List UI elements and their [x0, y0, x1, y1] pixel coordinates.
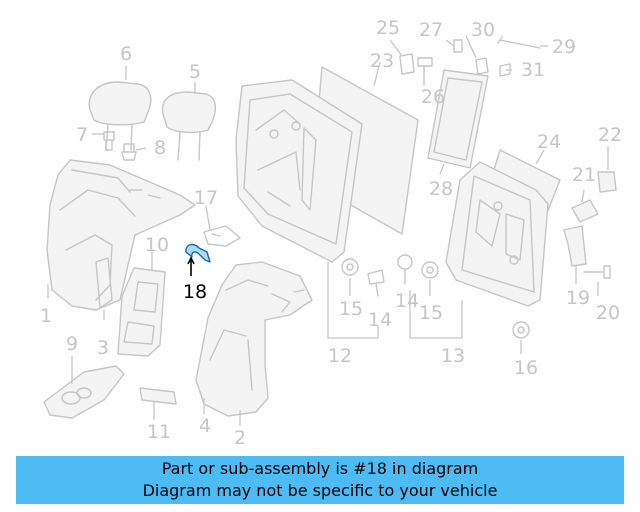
label-21: 21	[572, 164, 596, 186]
label-6: 6	[120, 43, 132, 65]
label-30: 30	[471, 19, 495, 41]
part-15-bushing-right	[421, 261, 439, 279]
banner-line-1: Part or sub-assembly is #18 in diagram	[161, 459, 479, 478]
part-15-bushing-left	[341, 258, 359, 276]
part-31-clip	[499, 63, 511, 77]
label-13: 13	[441, 345, 465, 367]
part-3-panel	[95, 257, 113, 309]
part-5-headrest	[161, 91, 217, 161]
part-9-armrest	[43, 365, 125, 419]
part-7-clip	[103, 131, 115, 151]
part-25-clip	[399, 53, 415, 75]
banner-line-2: Diagram may not be specific to your vehi…	[142, 481, 498, 500]
seat-back-frame-right	[445, 161, 549, 307]
label-29: 29	[552, 36, 576, 58]
label-4: 4	[199, 415, 211, 437]
part-1-seat-back-cover	[46, 159, 196, 311]
label-2: 2	[234, 427, 246, 449]
part-27-tab	[453, 39, 463, 53]
part-8-guide	[121, 143, 137, 161]
part-numbers: 6 5 7 8 1 3 9 10 11 17 18 4 2 23 25 26 2…	[40, 17, 622, 449]
part-22-block	[597, 171, 617, 193]
part-10-armrest-frame	[117, 267, 166, 357]
label-28: 28	[429, 178, 453, 200]
part-18-clip	[185, 243, 211, 263]
part-17-bracket	[203, 225, 241, 247]
part-28-panel	[427, 69, 489, 169]
label-19: 19	[566, 287, 590, 309]
label-9: 9	[66, 333, 78, 355]
label-22: 22	[598, 124, 622, 146]
part-14-bolt-right	[397, 254, 413, 285]
label-11: 11	[147, 421, 171, 443]
label-31: 31	[521, 59, 545, 81]
label-25: 25	[376, 17, 400, 39]
label-24: 24	[537, 131, 561, 153]
label-26: 26	[421, 86, 445, 108]
parts-diagram: 6 5 7 8 1 3 9 10 11 17 18 4 2 23 25 26 2…	[40, 17, 622, 449]
label-18: 18	[183, 281, 207, 303]
label-17: 17	[194, 187, 218, 209]
label-5: 5	[189, 61, 201, 83]
part-21-bracket	[571, 199, 599, 223]
label-7: 7	[76, 124, 88, 146]
label-14-right: 14	[395, 290, 419, 312]
info-banner: Part or sub-assembly is #18 in diagram D…	[16, 456, 624, 504]
part-30-clip	[475, 57, 489, 75]
part-16-grommet	[512, 321, 530, 339]
part-20-bolt	[583, 265, 611, 279]
label-23: 23	[370, 50, 394, 72]
label-3: 3	[97, 337, 109, 359]
leader-lines	[47, 35, 609, 426]
label-27: 27	[419, 19, 443, 41]
label-1: 1	[40, 305, 52, 327]
label-10: 10	[145, 234, 169, 256]
part-2-seat-cushion	[195, 261, 313, 417]
seat-back-frame-left	[235, 79, 363, 263]
label-15-right: 15	[419, 302, 443, 324]
label-14-left: 14	[368, 309, 392, 331]
part-14-bolt-left	[367, 269, 385, 297]
part-11-cover	[139, 387, 177, 405]
part-19-hinge	[563, 225, 587, 267]
part-6-headrest	[88, 81, 152, 151]
label-16: 16	[514, 357, 538, 379]
part-26-screw	[417, 57, 433, 77]
label-20: 20	[596, 302, 620, 324]
label-12: 12	[328, 345, 352, 367]
label-15-left: 15	[339, 298, 363, 320]
label-8: 8	[154, 137, 166, 159]
part-29-rod	[497, 36, 541, 49]
